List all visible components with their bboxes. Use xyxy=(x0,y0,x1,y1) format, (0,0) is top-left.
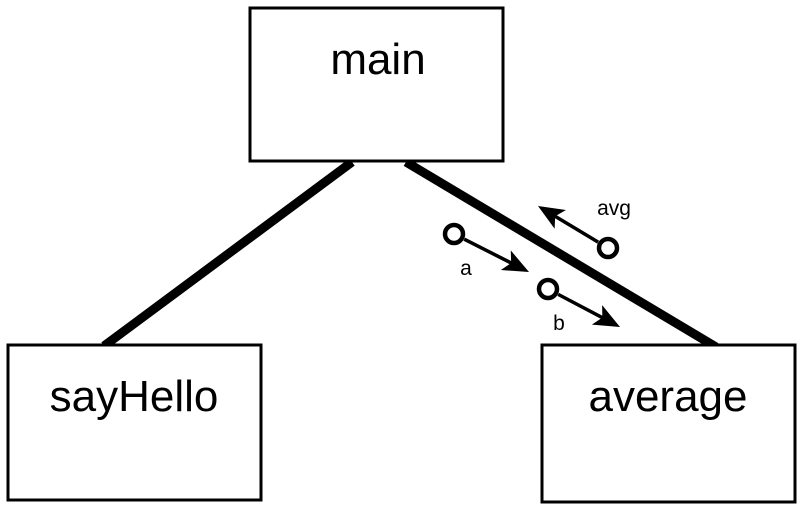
node-average[interactable]: average xyxy=(540,343,797,504)
parameter-a: a xyxy=(442,222,529,280)
parameter-avg-arrowhead-icon xyxy=(538,206,566,229)
parameter-b-shaft xyxy=(557,292,605,321)
edge-group xyxy=(101,158,719,351)
node-box-average[interactable] xyxy=(540,343,797,504)
parameter-b-label: b xyxy=(553,312,565,335)
node-sayhello[interactable]: sayHello xyxy=(6,343,263,502)
parameter-a-source-circle-icon xyxy=(442,222,466,246)
parameter-a-shaft xyxy=(463,237,514,266)
parameter-a-label: a xyxy=(460,257,472,280)
node-label-average: average xyxy=(588,372,747,421)
node-label-sayhello: sayHello xyxy=(50,372,219,421)
parameter-a-arrowhead-icon xyxy=(500,250,529,272)
edge-main-to-sayHello xyxy=(101,158,355,350)
parameter-annotation-group: a b avg xyxy=(442,197,631,335)
edge-main-to-average xyxy=(403,158,719,351)
parameter-avg-shaft xyxy=(552,213,600,244)
node-label-main: main xyxy=(330,35,425,84)
node-main[interactable]: main xyxy=(248,6,505,163)
parameter-avg: avg xyxy=(538,197,631,260)
parameter-b: b xyxy=(536,277,620,335)
node-box-sayhello[interactable] xyxy=(6,343,263,502)
parameter-avg-label: avg xyxy=(597,197,631,220)
parameter-avg-source-circle-icon xyxy=(596,236,620,260)
node-group: main sayHello average xyxy=(6,6,797,504)
parameter-b-source-circle-icon xyxy=(536,277,560,301)
node-box-main[interactable] xyxy=(248,6,505,163)
parameter-b-arrowhead-icon xyxy=(591,305,620,327)
